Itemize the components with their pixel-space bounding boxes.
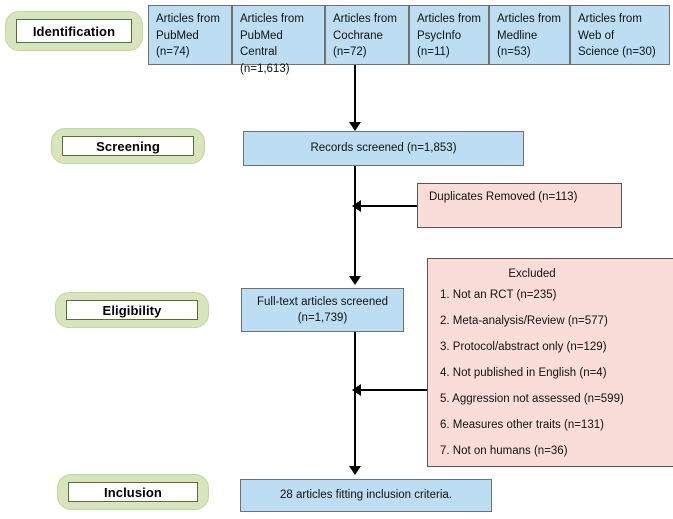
arrowhead-screened-to-fulltext (349, 276, 361, 285)
connector-excluded-branch (358, 389, 427, 391)
source-box-medline-line2: Medline (497, 29, 538, 42)
source-box-web-of-science-line1: Articles from (578, 13, 642, 25)
source-box-pubmed-line2: PubMed (156, 29, 199, 42)
fulltext-screened-box: Full-text articles screened (n=1,739) (241, 288, 404, 332)
source-box-pubmed-central-line3: (n=1,613) (240, 63, 290, 76)
excluded-reason-item: 4. Not published in English (n=4) (440, 367, 607, 379)
stage-label-eligibility-text: Eligibility (66, 300, 198, 320)
source-box-web-of-science: Articles from Web of Science (n=30) (570, 5, 670, 65)
records-screened-box: Records screened (n=1,853) (243, 131, 524, 166)
arrowhead-fulltext-to-inclusion (349, 466, 361, 475)
source-box-pubmed-central-line2: PubMed Central (240, 29, 283, 59)
source-box-cochrane-line3: (n=72) (333, 46, 367, 59)
source-box-web-of-science-line2: Web of (578, 29, 615, 42)
records-screened-text: Records screened (n=1,853) (310, 142, 457, 155)
source-box-psycinfo-line2: PsycInfo (417, 29, 462, 42)
stage-label-eligibility: Eligibility (55, 292, 209, 328)
duplicates-removed-box: Duplicates Removed (n=113) (417, 183, 622, 228)
excluded-reason-list: 1. Not an RCT (n=235) 2. Meta-analysis/R… (428, 280, 673, 457)
source-box-pubmed-central: Articles from PubMed Central (n=1,613) (232, 5, 325, 75)
connector-screened-to-fulltext (354, 166, 356, 280)
source-box-medline-line3: (n=53) (497, 46, 531, 59)
source-box-medline-line1: Articles from (497, 13, 561, 25)
excluded-reason-item: 1. Not an RCT (n=235) (440, 289, 557, 301)
excluded-reason-item: 3. Protocol/abstract only (n=129) (440, 341, 607, 353)
connector-sources-to-screened (354, 65, 356, 124)
source-box-pubmed-central-line1: Articles from (240, 13, 304, 25)
source-box-cochrane-line1: Articles from (333, 13, 397, 25)
source-box-medline: Articles from Medline (n=53) (489, 5, 570, 65)
fulltext-screened-line1: Full-text articles screened (256, 295, 389, 308)
excluded-box-title: Excluded (508, 268, 556, 280)
stage-label-identification-text: Identification (16, 19, 132, 43)
stage-label-screening-text: Screening (62, 136, 194, 156)
source-box-psycinfo-line3: (n=11) (417, 46, 450, 59)
inclusion-result-box: 28 articles fitting inclusion criteria. (240, 479, 492, 512)
inclusion-result-text: 28 articles fitting inclusion criteria. (280, 489, 452, 502)
source-box-cochrane: Articles from Cochrane (n=72) (325, 5, 409, 65)
connector-fulltext-to-inclusion (354, 332, 356, 472)
source-box-cochrane-line2: Cochrane (333, 29, 383, 42)
source-box-pubmed-line3: (n=74) (156, 46, 190, 59)
source-box-psycinfo-line1: Articles from (417, 13, 481, 25)
arrowhead-excluded-branch (352, 384, 361, 396)
excluded-reason-item: 7. Not on humans (n=36) (440, 445, 568, 457)
excluded-reason-item: 5. Aggression not assessed (n=599) (440, 393, 624, 405)
stage-label-inclusion-text: Inclusion (68, 482, 198, 502)
stage-label-inclusion: Inclusion (57, 474, 209, 510)
stage-label-screening: Screening (51, 128, 205, 164)
duplicates-removed-text: Duplicates Removed (n=113) (429, 191, 578, 203)
source-box-pubmed-line1: Articles from (156, 13, 220, 25)
stage-label-identification: Identification (5, 11, 143, 51)
excluded-reason-item: 6. Measures other traits (n=131) (440, 419, 604, 431)
arrowhead-duplicates-branch (352, 200, 361, 212)
fulltext-screened-line2: (n=1,739) (297, 312, 348, 324)
source-box-pubmed: Articles from PubMed (n=74) (148, 5, 232, 65)
arrowhead-sources-to-screened (349, 122, 361, 131)
source-box-psycinfo: Articles from PsycInfo (n=11) (409, 5, 489, 65)
source-box-web-of-science-line3: Science (n=30) (578, 46, 656, 59)
excluded-box: Excluded 1. Not an RCT (n=235) 2. Meta-a… (427, 258, 673, 467)
connector-duplicates-branch (358, 205, 427, 207)
excluded-reason-item: 2. Meta-analysis/Review (n=577) (440, 315, 608, 327)
